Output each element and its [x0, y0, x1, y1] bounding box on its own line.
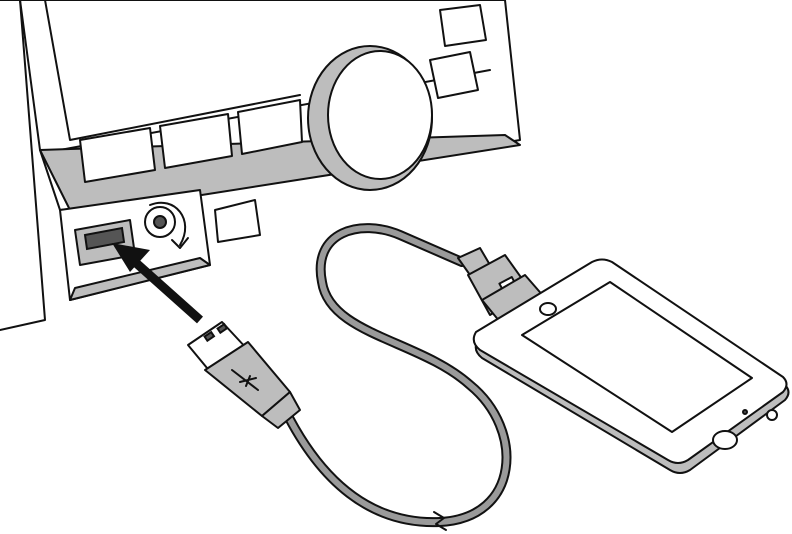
rotate-arrow-icon [149, 201, 189, 249]
camera [539, 302, 557, 316]
dock-connector [457, 247, 546, 323]
button[interactable] [159, 113, 233, 169]
usb-symbol-icon [231, 369, 259, 391]
insert-arrow-icon [112, 243, 203, 324]
usb-plug [187, 321, 301, 429]
button[interactable] [79, 127, 156, 183]
cable [280, 223, 512, 531]
speaker [742, 409, 748, 415]
home-button[interactable] [712, 430, 738, 450]
head-unit [0, 0, 521, 331]
button[interactable] [429, 51, 479, 99]
button[interactable] [237, 99, 303, 155]
smartphone [472, 258, 790, 474]
button[interactable] [439, 4, 487, 47]
volume-knob[interactable] [307, 45, 433, 191]
phone-screen [521, 281, 753, 433]
